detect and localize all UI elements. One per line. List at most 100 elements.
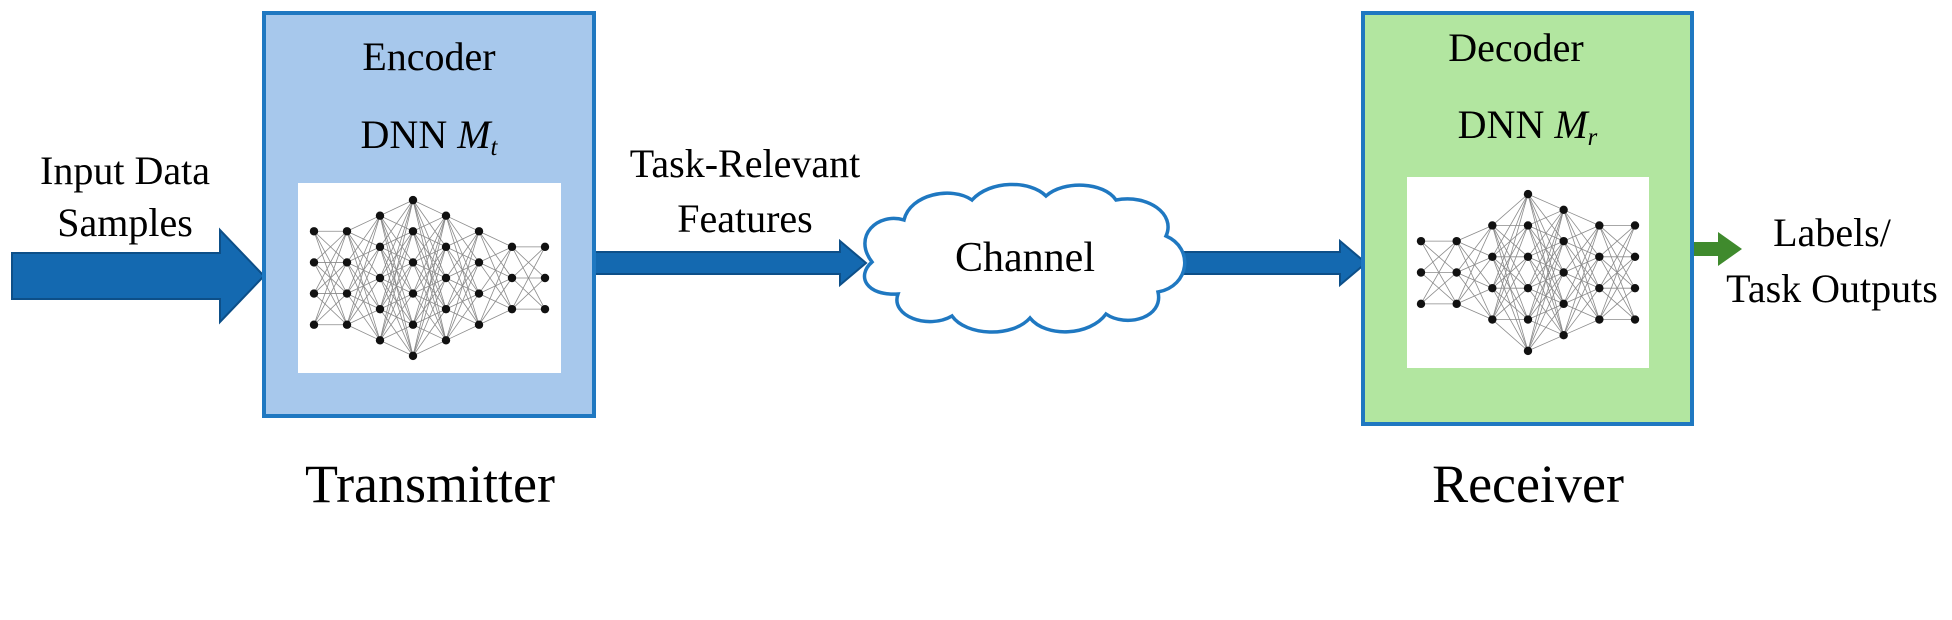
network-node <box>375 242 385 252</box>
network-node <box>1416 299 1426 309</box>
network-edge <box>313 293 348 326</box>
network-node <box>342 289 352 298</box>
network-edge <box>511 246 546 310</box>
network-edge <box>379 199 414 310</box>
network-edge <box>1563 256 1600 336</box>
network-edge <box>1456 225 1493 305</box>
network-edge <box>346 277 381 325</box>
decoder-dnn-prefix: DNN <box>1457 102 1555 147</box>
network-node <box>1559 330 1568 340</box>
network-edge <box>379 324 414 341</box>
network-node <box>408 195 418 205</box>
network-edge <box>1420 240 1458 305</box>
network-edge <box>313 262 348 325</box>
network-node <box>1523 315 1533 324</box>
neural-network-icon <box>1416 189 1640 356</box>
network-node <box>507 273 517 283</box>
network-node <box>408 289 418 298</box>
network-node <box>375 336 385 345</box>
network-edge <box>412 199 447 217</box>
network-edge <box>1563 225 1600 305</box>
network-edge <box>1563 209 1600 226</box>
network-edge <box>1491 256 1529 320</box>
network-node <box>441 242 451 252</box>
network-node <box>474 227 484 236</box>
network-edge <box>1491 194 1529 320</box>
encoder-dnn-prefix: DNN <box>360 112 458 157</box>
network-node <box>1559 268 1568 277</box>
network-edge <box>445 262 480 341</box>
network-edge <box>1563 225 1600 273</box>
network-node <box>1523 346 1533 356</box>
network-edge <box>445 293 480 341</box>
neural-network-icon <box>309 195 550 361</box>
channel-label: Channel <box>955 235 1095 281</box>
network-edge <box>1598 225 1636 289</box>
network-node <box>1488 221 1497 230</box>
network-node <box>309 258 319 267</box>
network-edge <box>346 246 381 325</box>
network-edge <box>313 230 348 263</box>
network-edge <box>313 231 348 325</box>
network-node <box>1523 221 1533 230</box>
network-edge <box>478 308 513 326</box>
network-edge <box>1599 287 1636 320</box>
network-edge <box>412 215 447 263</box>
network-edge <box>1456 225 1493 242</box>
decoder-dnn-label: DNN Mr <box>1361 100 1694 163</box>
network-edge <box>1456 256 1493 305</box>
decoder-network-panel <box>1407 177 1649 368</box>
network-edge <box>346 215 381 263</box>
network-node <box>1488 252 1497 262</box>
output-arrow <box>1650 232 1742 266</box>
output-label-line1: Labels/ <box>1773 210 1891 255</box>
network-edge <box>1563 287 1600 336</box>
network-node <box>540 273 550 283</box>
network-edge <box>445 231 480 341</box>
network-edge <box>1492 193 1529 226</box>
network-edge <box>412 215 447 232</box>
network-node <box>342 258 352 267</box>
network-node <box>375 273 385 283</box>
network-node <box>1523 252 1533 262</box>
network-edge <box>1492 319 1529 352</box>
network-edge <box>379 293 414 341</box>
network-node <box>309 320 319 329</box>
features-label-line1: Task-Relevant <box>629 141 861 186</box>
network-edge <box>1563 319 1600 336</box>
network-node <box>1416 268 1426 277</box>
network-edge <box>346 308 381 326</box>
network-node <box>540 304 550 314</box>
network-edge <box>1527 241 1565 351</box>
network-edge <box>412 215 447 294</box>
network-edge <box>1527 303 1564 352</box>
encoder-dnn-subscript: t <box>490 133 498 161</box>
network-edge <box>478 246 513 325</box>
features-arrow <box>593 238 868 288</box>
network-node <box>309 289 319 298</box>
network-edge <box>1527 209 1564 258</box>
network-node <box>1630 283 1640 293</box>
network-node <box>1559 236 1568 246</box>
network-edge <box>1456 225 1493 273</box>
network-edge <box>445 231 480 279</box>
channel-out-arrow <box>1183 238 1368 288</box>
network-node <box>1452 236 1461 246</box>
network-edge <box>379 199 414 217</box>
network-edge <box>478 230 513 248</box>
network-node <box>1630 315 1640 324</box>
network-node <box>507 242 517 252</box>
network-edge <box>1527 209 1565 289</box>
network-node <box>309 227 319 236</box>
network-edge <box>412 339 447 357</box>
encoder-title: Encoder <box>362 34 496 79</box>
network-edge <box>346 215 381 294</box>
network-node <box>375 304 385 314</box>
network-node <box>1488 315 1497 324</box>
network-edge <box>1527 334 1564 352</box>
network-edge <box>1598 256 1636 320</box>
network-edge <box>1563 225 1600 242</box>
network-node <box>1595 221 1604 230</box>
decoder-title: Decoder <box>1448 25 1584 70</box>
